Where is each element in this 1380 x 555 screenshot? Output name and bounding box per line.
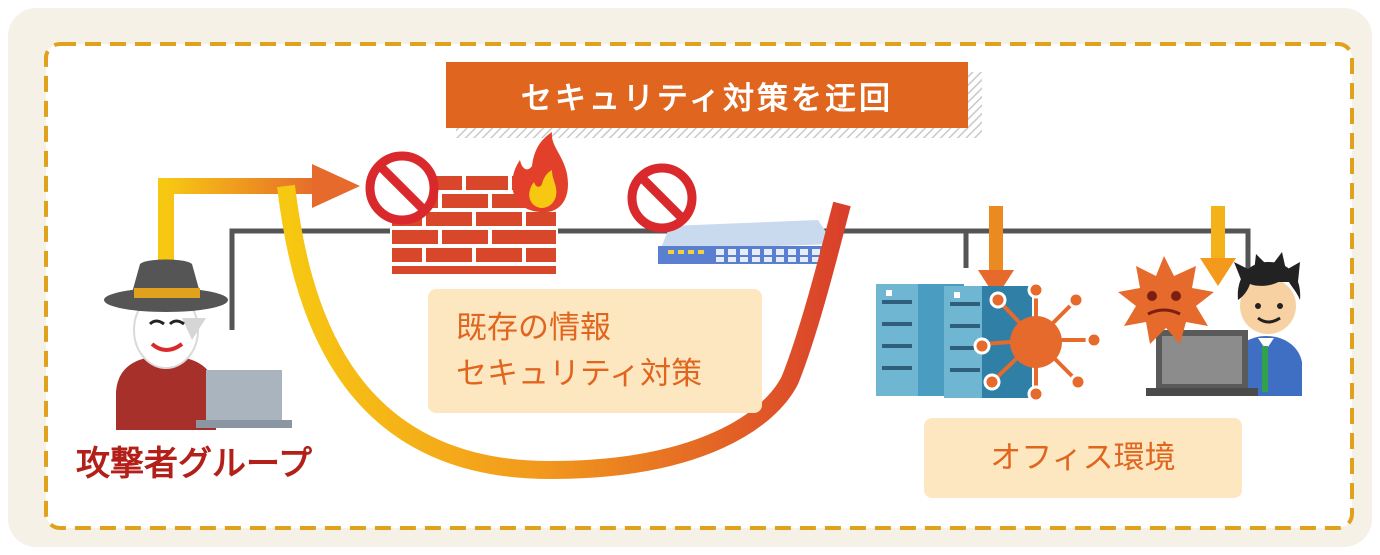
bypass-curve: [277, 184, 851, 480]
virus-icon: [1118, 256, 1214, 344]
attack-arrow-top: [158, 164, 360, 262]
laptop-icon: [1146, 330, 1258, 396]
network-switch-icon: [658, 220, 834, 264]
virus-icon: [973, 281, 1103, 403]
existing-security-label: 既存の情報 セキュリティ対策: [428, 289, 762, 413]
attacker-label: 攻撃者グループ: [76, 444, 312, 484]
attacker-icon: [104, 259, 228, 430]
existing-security-line2: セキュリティ対策: [456, 356, 703, 392]
laptop-icon: [196, 370, 292, 428]
banner-title: セキュリティ対策を迂回: [446, 62, 968, 128]
office-worker-icon: [1232, 252, 1302, 396]
prohibited-icon: [627, 163, 697, 233]
office-attack-arrows: [840, 198, 1236, 298]
office-label: オフィス環境: [924, 418, 1242, 498]
prohibited-icon: [365, 151, 439, 225]
existing-security-line1: 既存の情報: [456, 310, 611, 346]
fire-icon: [512, 132, 568, 213]
